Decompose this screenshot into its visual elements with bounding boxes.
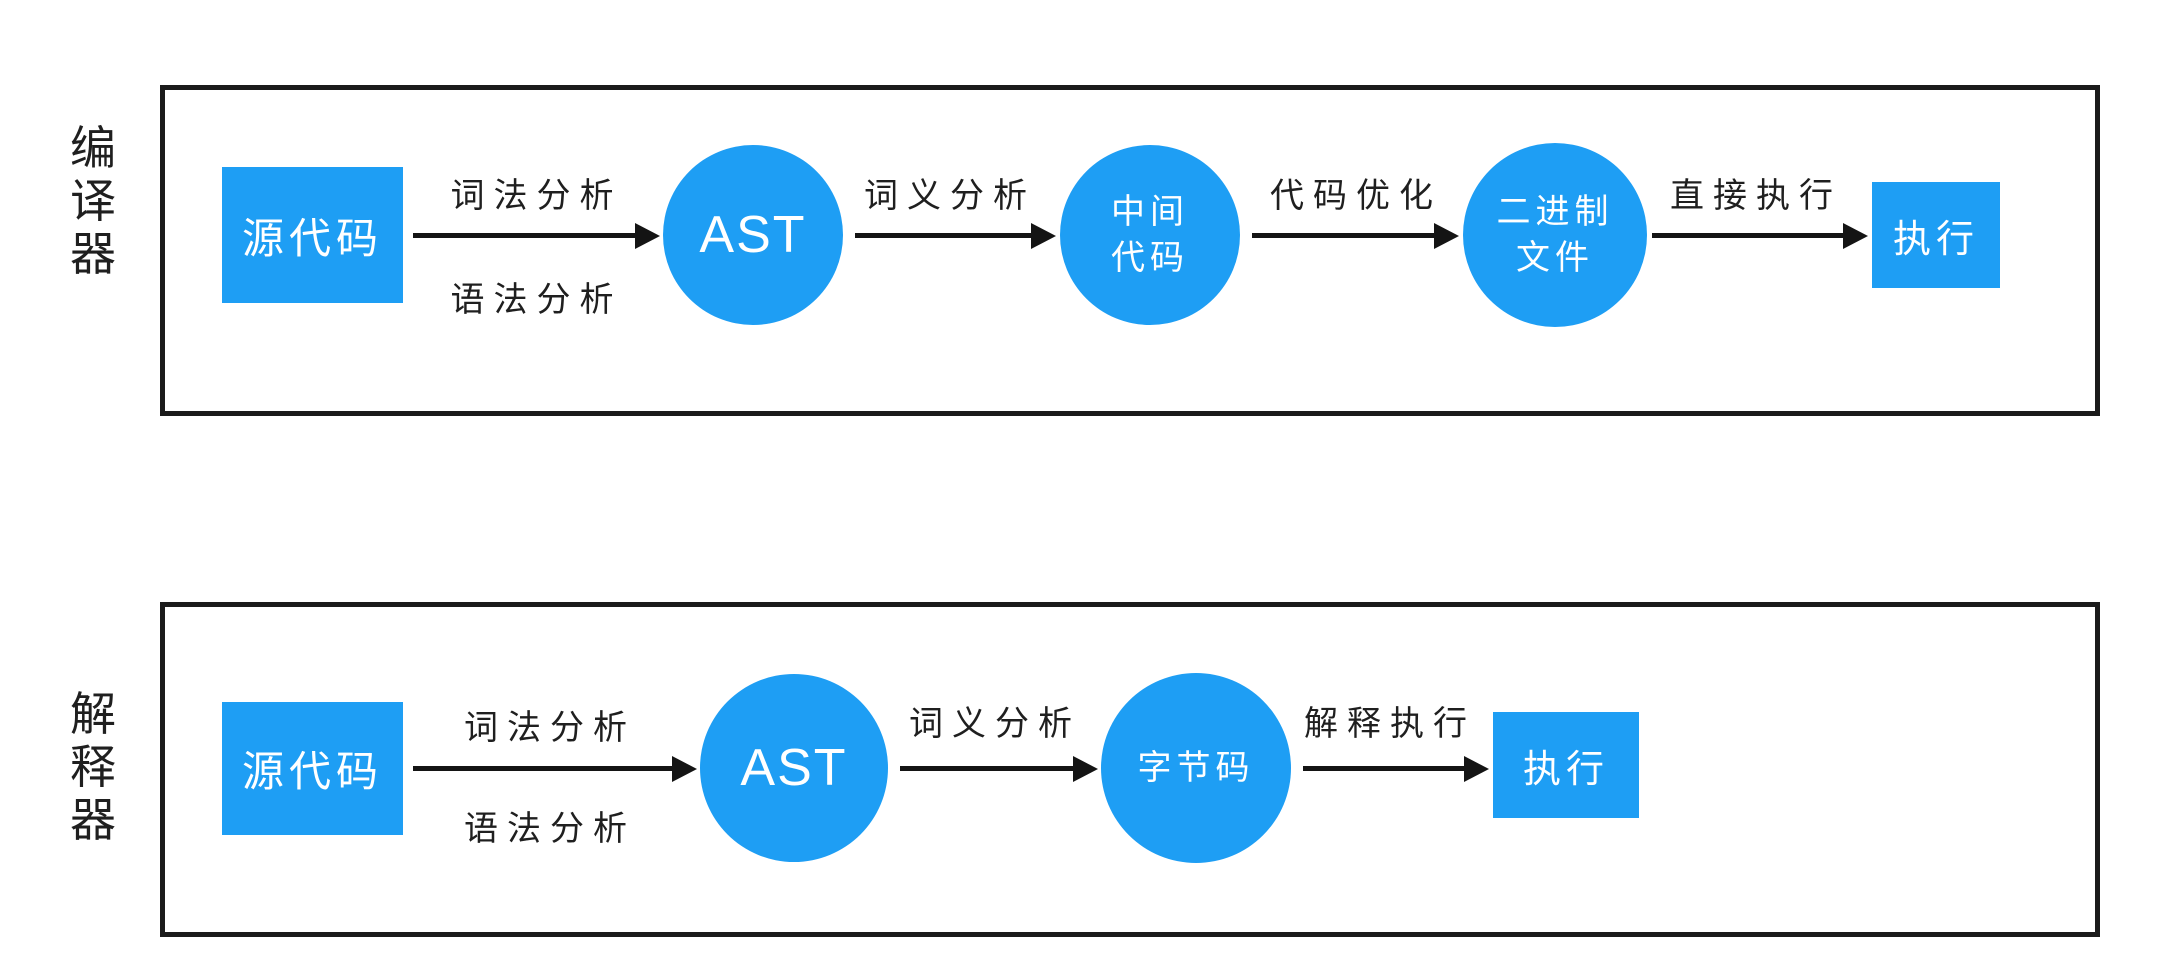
edge-label-interpret-execution: 解释执行 [1304, 705, 1476, 743]
edge-label-lexical-analysis: 词法分析 [464, 709, 636, 747]
edge-label-syntax-analysis: 语法分析 [464, 810, 636, 848]
edge-label-semantic-analysis: 词义分析 [909, 705, 1081, 743]
node-ast: AST [700, 674, 888, 862]
compiler-side-label: 编译器 [70, 122, 116, 280]
edge-label-semantic-analysis: 词义分析 [864, 177, 1036, 215]
node-source-code: 源代码 [222, 702, 403, 835]
edge-label-lexical-analysis: 词法分析 [450, 177, 623, 215]
flow-arrow [413, 233, 636, 238]
node-execute: 执行 [1493, 712, 1639, 818]
flow-arrow [1252, 233, 1435, 238]
flow-arrow [1652, 233, 1844, 238]
node-intermediate-code: 中间 代码 [1060, 145, 1240, 325]
edge-label-code-optimization: 代码优化 [1270, 177, 1442, 215]
edge-label-syntax-analysis: 语法分析 [450, 281, 623, 319]
node-execute: 执行 [1872, 182, 2000, 288]
flow-arrow [413, 766, 673, 771]
interpreter-side-label: 解释器 [70, 688, 116, 846]
flow-arrow [900, 766, 1074, 771]
node-binary-file: 二进制 文件 [1463, 143, 1647, 327]
flow-arrow [855, 233, 1032, 238]
node-ast: AST [663, 145, 843, 325]
node-bytecode: 字节码 [1101, 673, 1291, 863]
node-source-code: 源代码 [222, 167, 403, 303]
edge-label-direct-execution: 直接执行 [1670, 177, 1842, 215]
flow-arrow [1303, 766, 1465, 771]
